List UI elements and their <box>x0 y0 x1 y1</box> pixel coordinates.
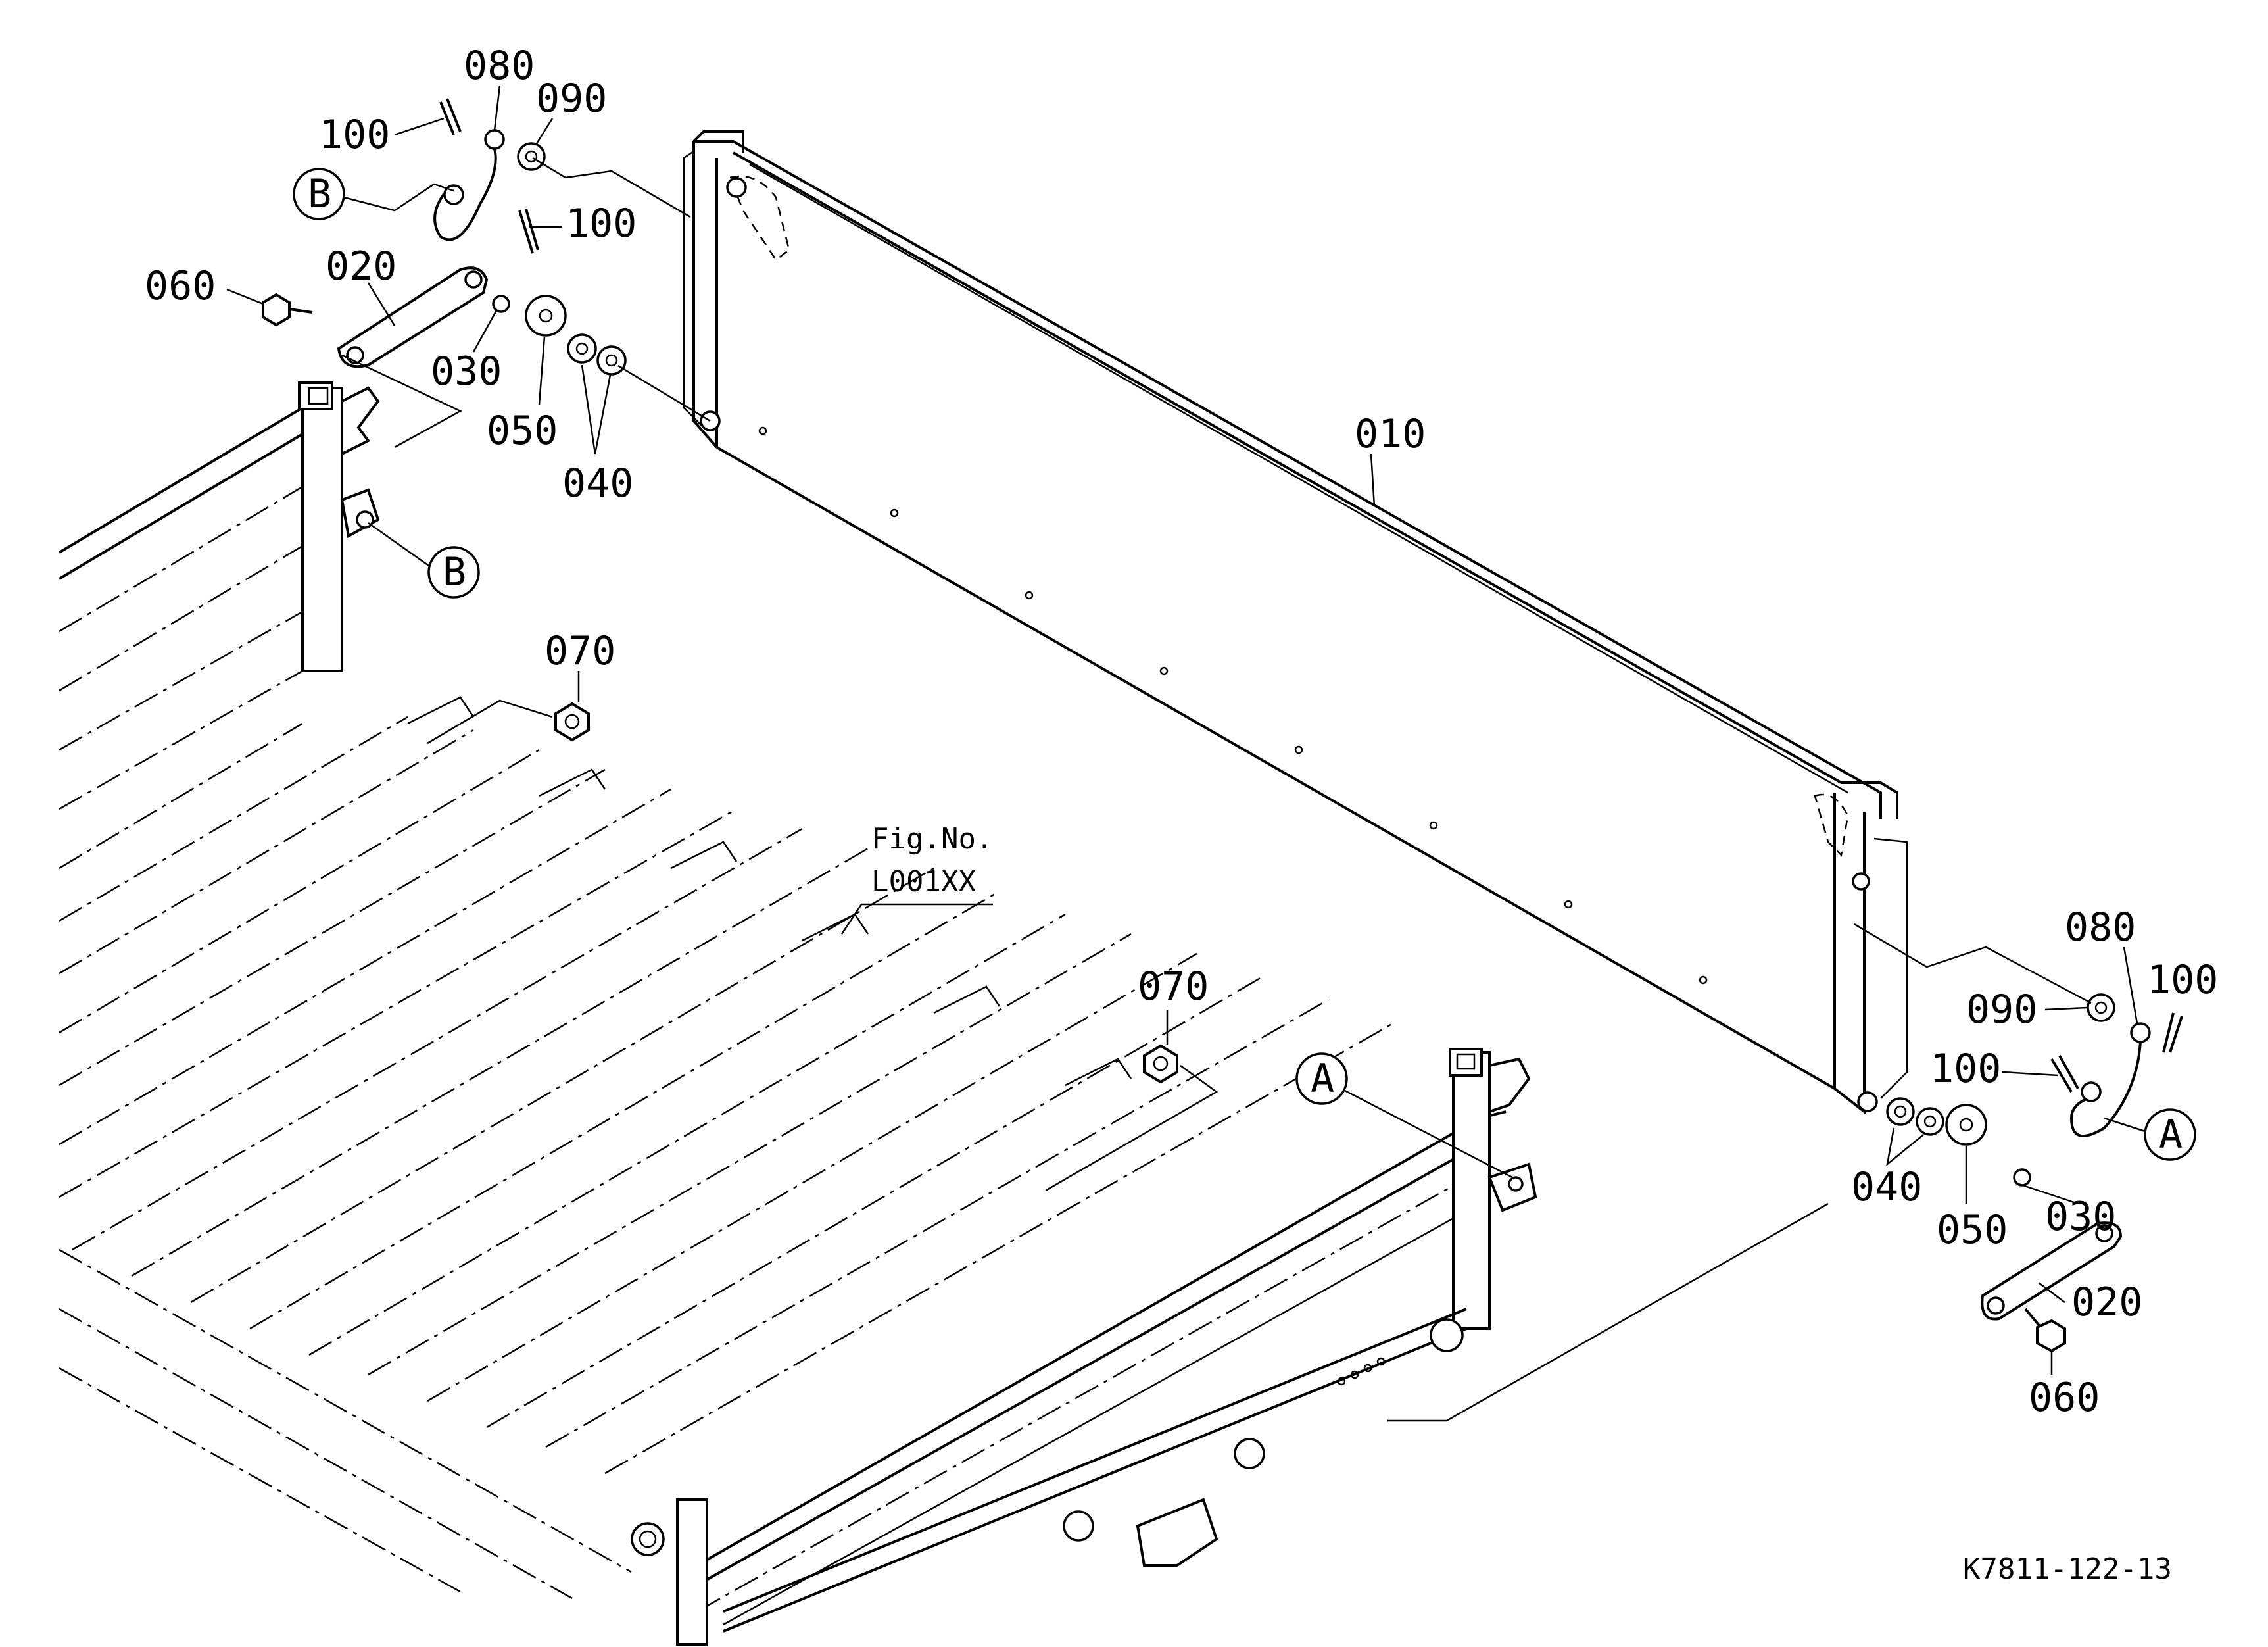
callout-060-top: 060 <box>145 263 216 309</box>
reference-markers: B B A A <box>293 168 2196 1179</box>
tailgate-panel <box>683 130 1908 1115</box>
svg-text:B: B <box>443 549 466 595</box>
callout-050-bottom: 050 <box>1937 1207 2008 1253</box>
callout-100-top-b: 100 <box>566 201 637 247</box>
callout-100-top-a: 100 <box>319 112 390 158</box>
hardware-group-left <box>262 98 711 449</box>
ref-b-post: B <box>368 522 480 599</box>
callout-090-bottom: 090 <box>1966 987 2037 1033</box>
callout-040-top: 040 <box>562 460 633 506</box>
ref-b-top: B <box>293 168 454 220</box>
callout-020-top: 020 <box>326 243 397 289</box>
nut-070-bottom <box>1045 1010 1218 1192</box>
callout-090-top: 090 <box>536 76 607 122</box>
cargo-bed <box>58 381 1537 1646</box>
callout-060-bottom: 060 <box>2029 1375 2100 1421</box>
fig-ref-line1: Fig.No. <box>871 822 993 856</box>
callout-070-bottom: 070 <box>1138 964 1209 1010</box>
nut-070-top <box>427 671 590 745</box>
callout-030-top: 030 <box>431 349 502 395</box>
callout-080-bottom: 080 <box>2065 904 2136 950</box>
ref-a-bed: A <box>1295 1052 1513 1179</box>
svg-text:A: A <box>2159 1112 2183 1158</box>
fig-ref-line2: L001XX <box>871 865 976 898</box>
callout-labels: 010 020 020 030 030 040 040 050 050 060 … <box>145 43 2218 1421</box>
svg-text:B: B <box>308 171 331 217</box>
callout-080-top: 080 <box>464 43 535 89</box>
svg-text:A: A <box>1311 1056 1334 1102</box>
callout-010: 010 <box>1355 411 1426 457</box>
callout-050-top: 050 <box>487 408 558 454</box>
callout-030-bottom: 030 <box>2045 1194 2116 1240</box>
figure-reference: Fig.No. L001XX <box>840 822 993 935</box>
callout-020-bottom: 020 <box>2071 1279 2142 1325</box>
hardware-group-right <box>1387 923 2183 1422</box>
callout-100-bottom-a: 100 <box>2147 957 2218 1003</box>
callout-100-bottom-b: 100 <box>1930 1046 2001 1092</box>
callout-070-top: 070 <box>544 628 615 674</box>
ref-a-cable: A <box>2104 1108 2196 1161</box>
callout-040-bottom: 040 <box>1851 1164 1922 1210</box>
diagram-code: K7811-122-13 <box>1963 1552 2172 1586</box>
